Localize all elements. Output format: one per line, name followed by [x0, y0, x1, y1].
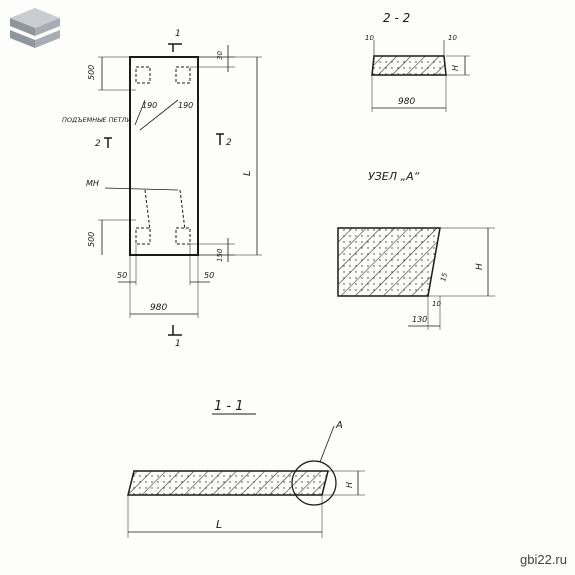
watermark-text: gbi22.ru: [520, 552, 567, 567]
node-a-callout-circle: [291, 460, 337, 506]
dim-10-node: 10: [432, 300, 441, 308]
dim-H-22: H: [451, 65, 460, 71]
dim-500-top: 500: [87, 65, 96, 80]
node-a: УЗЕЛ „А“ H 15 10 130: [337, 170, 495, 330]
section-2-2: 2 - 2 10 10 H 980: [365, 11, 470, 112]
mn-label: МН: [86, 179, 99, 188]
dim-190-left: 190: [142, 101, 157, 110]
section-1-top: 1: [175, 29, 181, 39]
plan-view: МН ПОДЪЕМНЫЕ ПЕТЛИ 190 190 500 500 30 1 5…: [62, 29, 262, 349]
lifting-loop-top-right: [175, 66, 191, 84]
lifting-loop-bottom-right: [175, 227, 191, 245]
lifting-loop-bottom-left: [135, 227, 151, 245]
dim-H-node: H: [475, 263, 485, 270]
dim-15-node: 15: [439, 271, 449, 282]
dim-50-right: 50: [204, 271, 214, 280]
node-a-title: УЗЕЛ „А“: [368, 170, 420, 183]
dim-top-offset: 30: [216, 51, 224, 60]
dim-H-11: H: [345, 482, 354, 488]
dim-10-right-22: 10: [448, 34, 457, 42]
lifting-loop-top-left: [135, 66, 151, 84]
dim-980-22: 980: [398, 97, 415, 107]
dim-980-plan: 980: [150, 303, 167, 313]
section-2-left: 2: [95, 139, 101, 149]
gbi22-logo: [10, 8, 60, 48]
slab-outline: [129, 56, 199, 256]
dim-L: L: [242, 170, 253, 176]
dim-500-bottom: 500: [87, 232, 96, 247]
section-2-2-title: 2 - 2: [383, 11, 410, 25]
dim-50-left: 50: [117, 271, 127, 280]
loops-label: ПОДЪЕМНЫЕ ПЕТЛИ: [62, 116, 131, 124]
dim-10-left-22: 10: [365, 34, 374, 42]
dim-L-11: L: [216, 518, 222, 531]
section-1-1-title: 1 - 1: [214, 399, 244, 414]
mn-leader: [104, 187, 179, 191]
dim-190-right: 190: [178, 101, 193, 110]
section-1-1: 1 - 1 А H L: [127, 399, 365, 538]
section-1-bottom: 1: [175, 339, 181, 349]
dim-130-node: 130: [412, 315, 427, 324]
section-2-right: 2: [226, 138, 232, 148]
callout-A: А: [335, 420, 343, 431]
